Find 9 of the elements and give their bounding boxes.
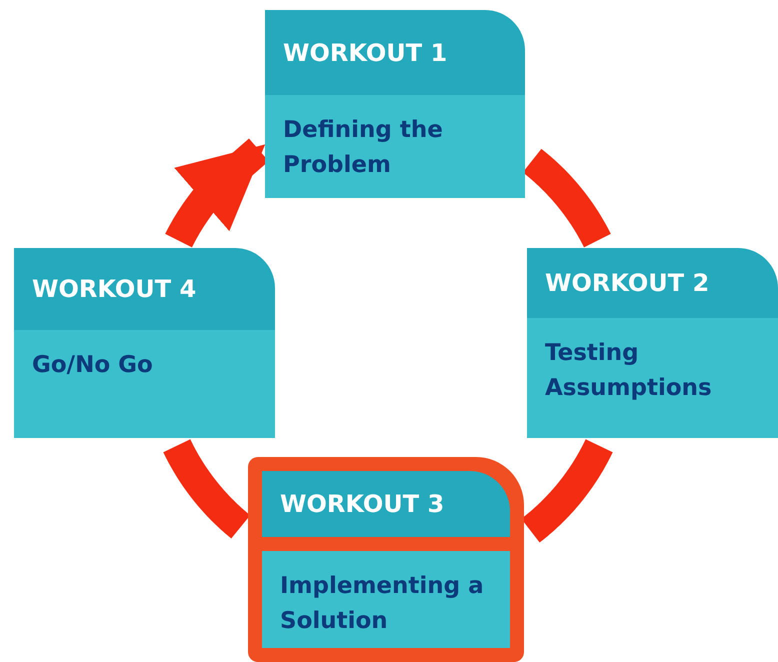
workout-description: Testing Assumptions [545, 339, 713, 403]
workout-description: Go/No Go [32, 351, 153, 380]
highlighted-card [248, 457, 524, 662]
workout-title: WORKOUT 1 [283, 38, 448, 66]
workout-description: Defining the Problem [283, 116, 444, 180]
workout-title: WORKOUT 4 [32, 275, 196, 303]
workout-description: Implementing a Solution [280, 572, 485, 636]
workout-title: WORKOUT 3 [280, 490, 444, 518]
workout-title: WORKOUT 2 [545, 269, 710, 297]
